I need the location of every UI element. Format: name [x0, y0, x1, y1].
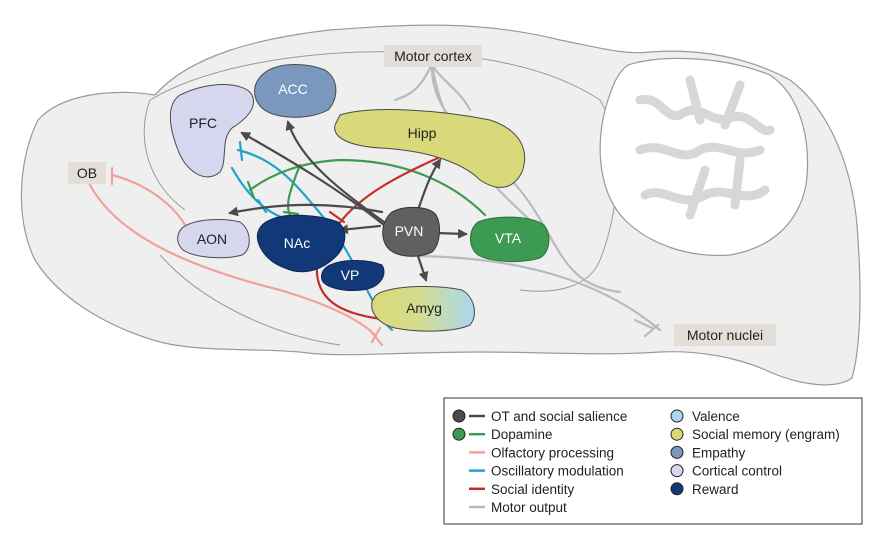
- legend-pathway-label: Olfactory processing: [491, 445, 614, 460]
- ob-label: OB: [77, 165, 97, 181]
- ot-salience-pathways: [228, 120, 468, 282]
- legend-pathway-item: Social identity: [469, 482, 575, 497]
- legend-function-item: Reward: [670, 482, 739, 497]
- legend-pathways: OT and social salienceDopamineOlfactory …: [452, 409, 627, 515]
- nac-region: [256, 214, 346, 273]
- legend-pathway-label: Dopamine: [491, 427, 553, 442]
- pvn-region: [382, 207, 440, 257]
- motor-cortex-label: Motor cortex: [394, 48, 472, 64]
- legend-pathway-label: OT and social salience: [491, 409, 627, 424]
- legend-pathway-item: Motor output: [469, 500, 567, 515]
- ob-box: [68, 162, 106, 184]
- cerebellum: [599, 57, 809, 257]
- legend-function-item: Valence: [670, 409, 740, 424]
- legend-function-item: Cortical control: [670, 464, 782, 479]
- legend-function-label: Reward: [692, 482, 739, 497]
- ob-boundary: [143, 99, 186, 211]
- legend-dot: [452, 427, 466, 441]
- acc-label: ACC: [278, 81, 308, 97]
- legend-pathway-label: Motor output: [491, 500, 567, 515]
- legend-pathway-label: Social identity: [491, 482, 575, 497]
- legend-dot: [452, 409, 466, 423]
- legend-swatch: [670, 409, 684, 423]
- legend-swatch: [670, 464, 684, 478]
- legend-swatch: [670, 445, 684, 459]
- legend-function-label: Empathy: [692, 445, 746, 460]
- pvn-label: PVN: [395, 223, 424, 239]
- hipp-label: Hipp: [408, 125, 437, 141]
- aon-label: AON: [197, 231, 227, 247]
- legend-pathway-item: Dopamine: [452, 427, 553, 442]
- legend-swatch: [670, 482, 684, 496]
- legend-pathway-item: OT and social salience: [452, 409, 627, 424]
- legend-pathway-label: Oscillatory modulation: [491, 464, 624, 479]
- legend-function-label: Valence: [692, 409, 740, 424]
- aon-region: [177, 219, 250, 259]
- cerebellum-folia: [635, 75, 775, 220]
- vp-label: VP: [341, 267, 360, 283]
- amyg-region: [371, 286, 475, 332]
- legend-function-label: Cortical control: [692, 464, 782, 479]
- motor-nuclei-box: [674, 324, 776, 346]
- legend-function-item: Social memory (engram): [670, 427, 840, 442]
- legend-function-label: Social memory (engram): [692, 427, 840, 442]
- ventral-boundary: [159, 254, 341, 346]
- motor-output-pathways: [393, 62, 662, 338]
- acc-region: [254, 64, 337, 118]
- legend-function-item: Empathy: [670, 445, 746, 460]
- nac-label: NAc: [284, 235, 310, 251]
- legend-box: [443, 397, 863, 525]
- legend-pathway-item: Olfactory processing: [469, 445, 614, 460]
- legend-pathway-item: Oscillatory modulation: [469, 464, 624, 479]
- hipp-region: [334, 109, 526, 188]
- dopamine-pathways: [246, 158, 487, 217]
- motor-cortex-box: [384, 45, 482, 67]
- amyg-label: Amyg: [406, 300, 442, 316]
- vp-region: [321, 260, 385, 291]
- vta-region: [470, 216, 550, 263]
- pfc-label: PFC: [189, 115, 217, 131]
- vta-label: VTA: [495, 230, 522, 246]
- legend: OT and social salienceDopamineOlfactory …: [443, 397, 863, 525]
- olfactory-pathways: [88, 166, 384, 347]
- legend-swatch: [670, 427, 684, 441]
- cortex-boundary: [149, 51, 618, 292]
- motor-nuclei-label: Motor nuclei: [687, 327, 763, 343]
- pfc-region: [169, 84, 254, 178]
